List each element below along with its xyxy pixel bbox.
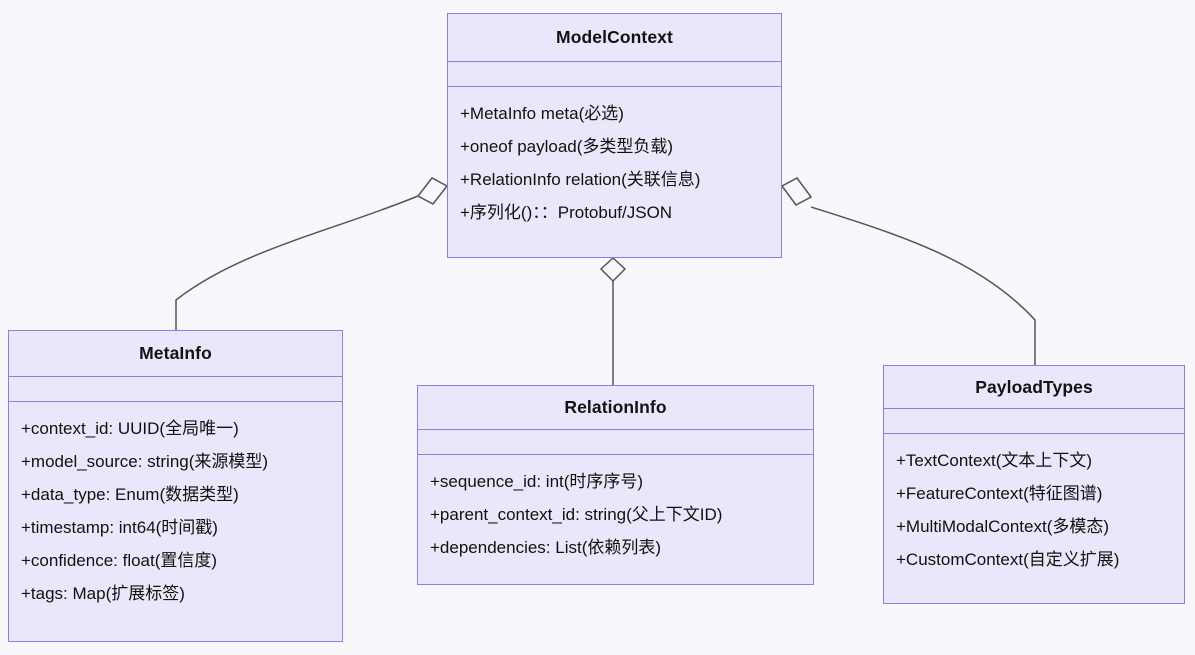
class-divider-bottom-meta-info	[9, 401, 342, 402]
class-member: +RelationInfo relation(关联信息)	[460, 170, 701, 189]
class-member: +CustomContext(自定义扩展)	[896, 550, 1120, 569]
class-member: +oneof payload(多类型负载)	[460, 137, 674, 156]
class-title-payload-types: PayloadTypes	[975, 376, 1093, 397]
class-box-model-context[interactable]: ModelContext +MetaInfo meta(必选) +oneof p…	[447, 13, 782, 258]
class-attributes-payload-types	[884, 409, 1184, 433]
class-member: +序列化()：：Protobuf/JSON	[460, 203, 673, 222]
class-members-payload-types: +TextContext(文本上下文) +FeatureContext(特征图谱…	[884, 434, 1184, 603]
class-divider-top-relation-info	[418, 429, 813, 430]
class-divider-top-meta-info	[9, 376, 342, 377]
class-title-meta-info: MetaInfo	[139, 343, 212, 363]
class-box-relation-info[interactable]: RelationInfo +sequence_id: int(时序序号) +pa…	[417, 385, 814, 585]
class-divider-bottom-relation-info	[418, 454, 813, 455]
class-member: +MultiModalContext(多模态)	[896, 517, 1110, 536]
class-attributes-relation-info	[418, 430, 813, 454]
aggregation-diamond-relationinfo	[599, 256, 627, 283]
class-member: +context_id: UUID(全局唯一)	[21, 419, 239, 438]
class-box-meta-info[interactable]: MetaInfo +context_id: UUID(全局唯一) +model_…	[8, 330, 343, 642]
class-divider-top-model-context	[448, 61, 781, 62]
class-members-relation-info: +sequence_id: int(时序序号) +parent_context_…	[418, 455, 813, 584]
class-member: +model_source: string(来源模型)	[21, 452, 269, 471]
class-divider-top-payload-types	[884, 408, 1184, 409]
class-attributes-model-context	[448, 62, 781, 86]
class-member: +sequence_id: int(时序序号)	[430, 472, 644, 491]
class-divider-bottom-model-context	[448, 86, 781, 87]
class-attributes-meta-info	[9, 377, 342, 401]
connector-modelcontext-relationinfo	[599, 256, 627, 385]
class-member: +confidence: float(置信度)	[21, 551, 218, 570]
class-member: +TextContext(文本上下文)	[896, 451, 1093, 470]
class-box-payload-types[interactable]: PayloadTypes +TextContext(文本上下文) +Featur…	[883, 365, 1185, 604]
class-member: +FeatureContext(特征图谱)	[896, 484, 1103, 503]
class-title-model-context: ModelContext	[556, 27, 673, 47]
class-title-relation-info: RelationInfo	[564, 397, 667, 417]
class-member: +dependencies: List(依赖列表)	[430, 538, 662, 557]
aggregation-diamond-metainfo	[416, 177, 449, 205]
class-members-model-context: +MetaInfo meta(必选) +oneof payload(多类型负载)…	[448, 87, 781, 257]
class-members-meta-info: +context_id: UUID(全局唯一) +model_source: s…	[9, 402, 342, 641]
connector-modelcontext-metainfo	[175, 177, 449, 330]
class-member: +MetaInfo meta(必选)	[460, 104, 624, 123]
class-member: +tags: Map(扩展标签)	[21, 584, 185, 603]
class-divider-bottom-payload-types	[884, 433, 1184, 434]
connector-modelcontext-payloadtypes	[780, 177, 1036, 365]
class-member: +parent_context_id: string(父上下文ID)	[430, 505, 723, 524]
class-member: +timestamp: int64(时间戳)	[21, 518, 218, 537]
class-member: +data_type: Enum(数据类型)	[21, 485, 239, 504]
aggregation-diamond-payloadtypes	[780, 177, 813, 206]
